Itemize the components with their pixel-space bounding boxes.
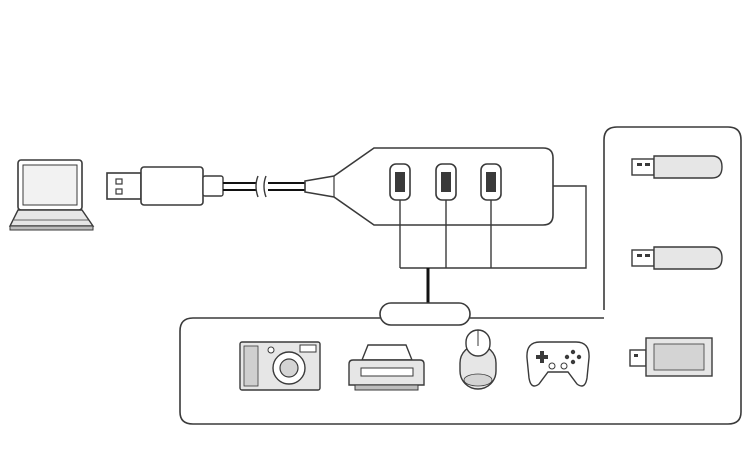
camera-icon — [239, 341, 321, 391]
laptop-icon — [8, 159, 95, 231]
hub-port-connections — [399, 185, 587, 269]
usb-cable — [223, 175, 306, 198]
usb-hub-icon — [304, 147, 554, 226]
usb-port-icon — [480, 163, 502, 201]
usb-port-icon — [435, 163, 457, 201]
card-reader-icon — [629, 337, 713, 377]
junction-icon — [379, 302, 471, 326]
mouse-icon — [459, 329, 497, 390]
printer-icon — [348, 344, 425, 391]
usb-port-icon — [389, 163, 411, 201]
usb-flash-drive-icon — [631, 246, 723, 270]
usb-plug-icon — [106, 166, 224, 206]
gamepad-icon — [526, 341, 590, 387]
device-group-outline — [179, 126, 742, 425]
usb-flash-drive-icon — [631, 155, 723, 179]
